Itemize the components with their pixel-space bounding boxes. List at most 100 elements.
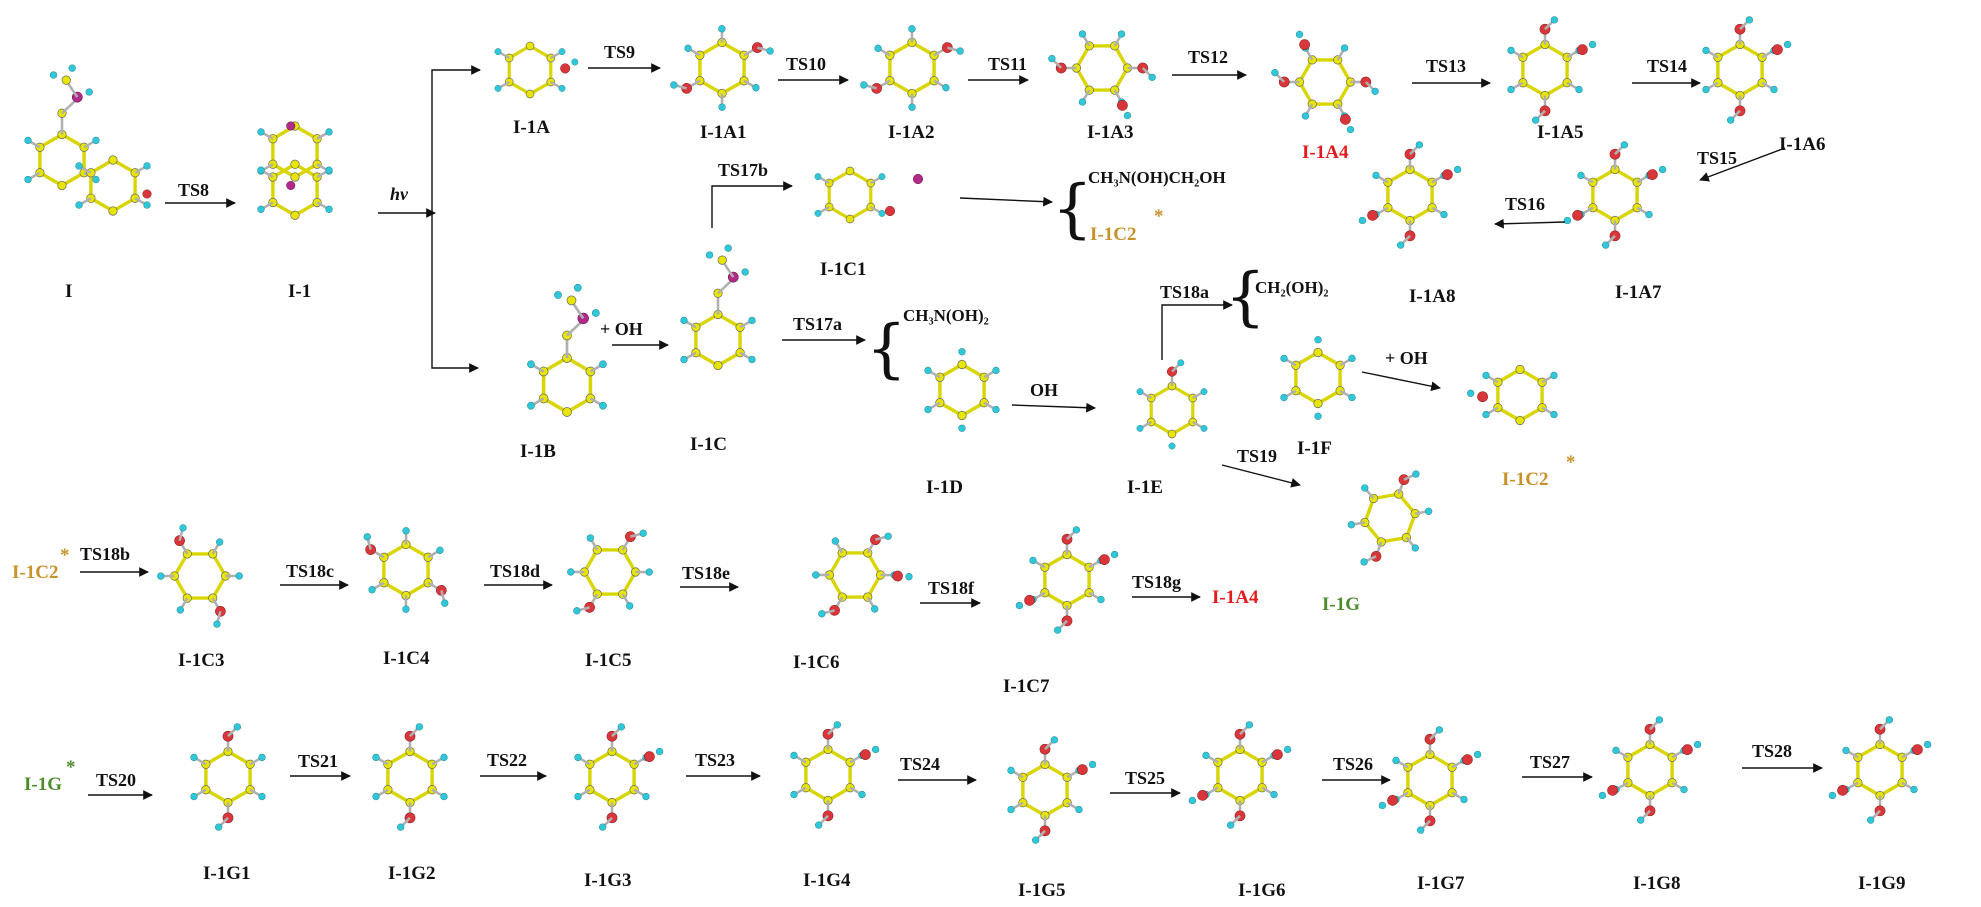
molecule-I-1A7 bbox=[1564, 141, 1666, 248]
ts-TS27: TS27 bbox=[1530, 752, 1570, 772]
molecule-I-1A1 bbox=[657, 9, 787, 127]
label-I-1G3: I-1G3 bbox=[584, 870, 632, 891]
asterisk-I-1C2-top: * bbox=[1154, 206, 1164, 227]
molecule-I-1C2-star bbox=[1467, 363, 1560, 427]
ts-TS21: TS21 bbox=[298, 751, 338, 771]
label-I-1A3: I-1A3 bbox=[1087, 122, 1133, 143]
molecule-I-1A6 bbox=[1703, 16, 1791, 123]
asterisk-I-1C2-mid: * bbox=[1566, 452, 1576, 473]
label-I-1G5: I-1G5 bbox=[1018, 880, 1066, 901]
ts-TS20: TS20 bbox=[96, 770, 136, 790]
label-I-1C4: I-1C4 bbox=[383, 648, 430, 669]
asterisk-I-1C2-row3: * bbox=[60, 545, 70, 566]
molecule-I-1G bbox=[1337, 455, 1444, 581]
ts-TS15: TS15 bbox=[1697, 148, 1737, 168]
molecule-I-1A5 bbox=[1508, 16, 1596, 123]
label-I-1A4-row3: I-1A4 bbox=[1212, 587, 1259, 608]
label-I-1C5: I-1C5 bbox=[585, 650, 631, 671]
label-I-1C1: I-1C1 bbox=[820, 259, 866, 280]
label-I-1C7: I-1C7 bbox=[1003, 676, 1050, 697]
molecule-I-1G2 bbox=[373, 723, 448, 830]
label-I-1G4: I-1G4 bbox=[803, 870, 851, 891]
molecule-I-1C4 bbox=[341, 511, 471, 629]
ts-TS11: TS11 bbox=[988, 54, 1027, 74]
ts-TS18b: TS18b bbox=[80, 544, 130, 564]
ts-TS18f: TS18f bbox=[928, 578, 975, 598]
label-I-1D: I-1D bbox=[926, 477, 963, 498]
label-I-1A8: I-1A8 bbox=[1409, 286, 1455, 307]
molecule-I-1A8 bbox=[1359, 141, 1461, 248]
label-I-1C6: I-1C6 bbox=[793, 652, 839, 673]
label-I-1C3: I-1C3 bbox=[178, 650, 224, 671]
ts-TS18d: TS18d bbox=[490, 561, 540, 581]
ts-TS19: TS19 bbox=[1237, 446, 1277, 466]
ts-TS26: TS26 bbox=[1333, 754, 1373, 774]
ts-TS18a: TS18a bbox=[1160, 282, 1209, 302]
label-I-1: I-1 bbox=[288, 281, 311, 302]
formula-ch2-oh-2: CH₂(OH)₂ bbox=[1255, 278, 1328, 297]
label-I-1A5: I-1A5 bbox=[1537, 122, 1583, 143]
molecule-I-1C1 bbox=[813, 165, 924, 225]
molecule-I-1C7 bbox=[1016, 526, 1118, 633]
molecule-I-1C5 bbox=[551, 507, 669, 637]
label-I-1A2: I-1A2 bbox=[888, 122, 934, 143]
molecule-I-1A2 bbox=[847, 9, 977, 127]
molecule-I-1G5 bbox=[1008, 736, 1096, 843]
molecule-I-1E bbox=[1137, 360, 1207, 450]
label-I-1G2: I-1G2 bbox=[388, 863, 436, 884]
brace-ch3n-oh-ch2oh: { bbox=[1052, 172, 1093, 246]
molecule-I-1A bbox=[493, 40, 579, 100]
condition-oh: OH bbox=[1030, 380, 1058, 400]
label-I-1A7: I-1A7 bbox=[1615, 282, 1662, 303]
label-I-1A6: I-1A6 bbox=[1779, 134, 1825, 155]
molecule-I-1A4 bbox=[1271, 31, 1378, 133]
ts-TS12: TS12 bbox=[1188, 47, 1228, 67]
label-I-1A1: I-1A1 bbox=[700, 122, 746, 143]
label-I-1G6: I-1G6 bbox=[1238, 880, 1286, 901]
molecule-I-1G8 bbox=[1599, 716, 1701, 823]
molecule-I-1G4 bbox=[791, 721, 879, 828]
ts-TS18g: TS18g bbox=[1132, 572, 1181, 592]
ts-TS24: TS24 bbox=[900, 754, 940, 774]
molecule-I-1C bbox=[681, 245, 756, 370]
ts-TS23: TS23 bbox=[695, 750, 735, 770]
molecule-I-1C6 bbox=[796, 510, 926, 647]
ts-TS13: TS13 bbox=[1426, 56, 1466, 76]
label-I-1G8: I-1G8 bbox=[1633, 873, 1681, 894]
formula-ch3n-oh-ch2oh: CH₃N(OH)CH₂OH bbox=[1088, 168, 1226, 187]
label-I-1B: I-1B bbox=[520, 441, 556, 462]
ts-TS18e: TS18e bbox=[682, 563, 730, 583]
molecule-I-1C3 bbox=[141, 511, 259, 641]
molecule-I-1G3 bbox=[575, 723, 663, 830]
molecule-I bbox=[25, 65, 153, 217]
ts-TS22: TS22 bbox=[487, 750, 527, 770]
molecule-I-1A3 bbox=[1048, 31, 1155, 119]
label-I-1G-row4: I-1G bbox=[24, 774, 62, 795]
ts-TS18c: TS18c bbox=[286, 561, 334, 581]
molecule-I-1G6 bbox=[1189, 721, 1291, 828]
formula-ch3n-oh-2: CH₃N(OH)₂ bbox=[903, 306, 989, 325]
label-I-1A: I-1A bbox=[513, 117, 550, 138]
label-I-1C2-top: I-1C2 bbox=[1090, 224, 1136, 245]
molecule-I-1 bbox=[255, 120, 335, 222]
ts-TS10: TS10 bbox=[786, 54, 826, 74]
molecule-I-1F bbox=[1278, 336, 1358, 420]
condition-hv: hv bbox=[390, 184, 409, 204]
label-I: I bbox=[65, 281, 72, 302]
label-I-1E: I-1E bbox=[1127, 477, 1163, 498]
label-I-1G: I-1G bbox=[1322, 594, 1360, 615]
condition-plus-oh-1: + OH bbox=[600, 319, 643, 339]
ts-TS17b: TS17b bbox=[718, 160, 768, 180]
molecule-I-1G9 bbox=[1829, 716, 1931, 823]
label-I-1C: I-1C bbox=[690, 434, 727, 455]
label-I-1F: I-1F bbox=[1297, 438, 1332, 459]
ts-TS14: TS14 bbox=[1647, 56, 1687, 76]
molecule-I-1D bbox=[922, 348, 1002, 432]
brace-ch3n-oh-2: { bbox=[866, 312, 907, 386]
ts-TS9: TS9 bbox=[604, 42, 635, 62]
brace-ch2-oh-2: { bbox=[1225, 260, 1266, 334]
arrows bbox=[80, 63, 1823, 800]
label-I-1C2-mid: I-1C2 bbox=[1502, 469, 1548, 490]
molecule-I-1G7 bbox=[1379, 726, 1481, 833]
